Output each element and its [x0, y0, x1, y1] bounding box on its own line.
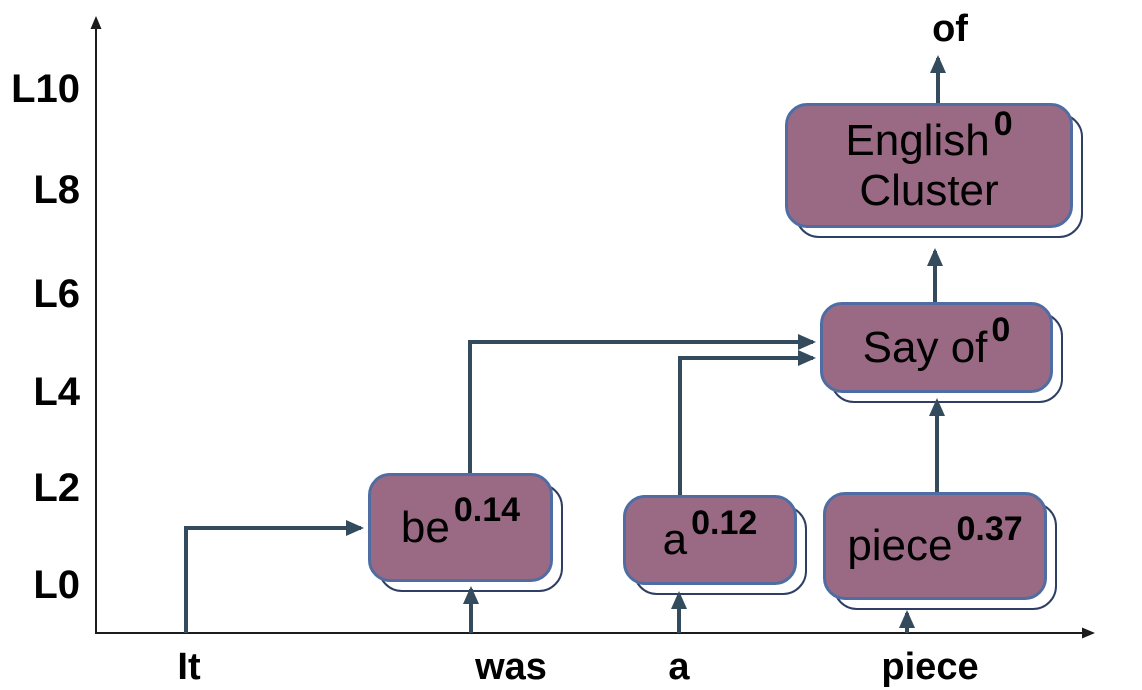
- node-be-line: be 0.14: [400, 493, 520, 552]
- node-be-face: be 0.14: [368, 473, 553, 582]
- node-a-face: a 0.12: [623, 495, 797, 585]
- node-say-of-line: Say of 0: [862, 313, 1011, 372]
- y-axis-label-l4: L4: [33, 370, 80, 414]
- x-axis-label-it: It: [177, 646, 201, 688]
- edge-a-to-say-of: [678, 350, 816, 495]
- node-a-label: a: [662, 515, 688, 565]
- node-english-cluster-label2: Cluster: [859, 165, 999, 215]
- node-english-cluster-label1: English: [845, 116, 990, 166]
- edge-input-it-to-be: [184, 520, 364, 633]
- node-be-score: 0.14: [453, 491, 521, 530]
- node-be-label: be: [400, 502, 450, 552]
- y-axis-label-l10: L10: [11, 67, 80, 111]
- x-axis-label-piece: piece: [881, 646, 979, 688]
- node-say-of: Say of 0: [820, 302, 1063, 403]
- node-a-line: a 0.12: [662, 506, 758, 565]
- node-english-cluster-face: English 0 Cluster: [785, 103, 1073, 228]
- edge-be-to-say-of: [468, 334, 816, 473]
- output-token: of: [932, 8, 968, 50]
- y-axis-label-l6: L6: [33, 272, 80, 316]
- node-a-score: 0.12: [691, 503, 758, 542]
- node-english-cluster-line2: Cluster: [859, 166, 998, 215]
- x-axis-label-was: was: [475, 646, 547, 688]
- x-axis-label-a: a: [668, 646, 690, 688]
- node-a: a 0.12: [623, 495, 807, 595]
- node-say-of-score: 0: [991, 311, 1011, 350]
- node-say-of-face: Say of 0: [820, 302, 1053, 393]
- node-english-cluster-score: 0: [993, 104, 1013, 143]
- node-english-cluster-line1: English 0: [845, 107, 1012, 166]
- y-axis-label-l8: L8: [33, 168, 80, 212]
- node-piece: piece 0.37: [823, 492, 1057, 610]
- node-say-of-label: Say of: [862, 322, 988, 372]
- node-piece-face: piece 0.37: [823, 492, 1047, 600]
- node-piece-score: 0.37: [956, 509, 1023, 548]
- node-piece-line: piece 0.37: [847, 512, 1022, 571]
- node-english-cluster: English 0 Cluster: [785, 103, 1083, 238]
- y-axis-label-l0: L0: [33, 563, 80, 607]
- node-be: be 0.14: [368, 473, 563, 592]
- node-piece-label: piece: [847, 521, 953, 571]
- y-axis-label-l2: L2: [33, 466, 80, 510]
